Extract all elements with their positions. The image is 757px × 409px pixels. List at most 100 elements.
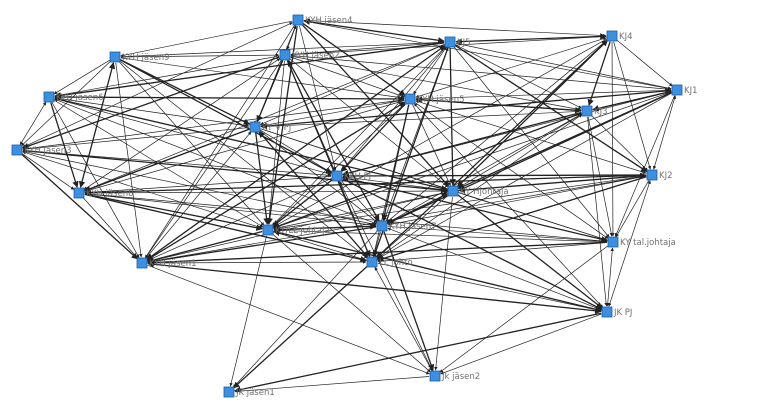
edge-kyvpj-kyh1 [145, 131, 252, 259]
edge-kyh9-kyh6 [53, 59, 111, 95]
node-kj5[interactable]: KJ5 [444, 36, 471, 48]
edge-kyll-jk2 [272, 233, 431, 373]
node-marker[interactable] [249, 121, 261, 133]
node-jk2[interactable]: Jk jäsen2 [429, 370, 480, 382]
node-label: KY/LL johtaja [275, 226, 330, 236]
edge-lljoh-jk1 [232, 265, 368, 389]
node-marker[interactable] [444, 36, 456, 48]
node-jk1[interactable]: JK jäsen1 [223, 386, 275, 398]
node-marker[interactable] [109, 51, 121, 63]
node-marker[interactable] [607, 236, 619, 248]
edge-kyh7-kyh1 [147, 226, 377, 265]
node-label: JK PJ [613, 308, 632, 318]
node-marker[interactable] [73, 187, 85, 199]
node-label: KYH jäsen9 [122, 53, 170, 63]
edge-kyh2-kj3 [290, 55, 582, 112]
edge-kytal-lljoh [377, 242, 608, 263]
node-marker[interactable] [223, 386, 235, 398]
edge-kyhj-jkpj [457, 194, 603, 309]
node-kyh7[interactable]: KYH jäsen7 [376, 220, 437, 232]
node-marker[interactable] [279, 49, 291, 61]
node-label: KJ4 [619, 32, 633, 42]
node-label: KYH jäsen7 [389, 222, 437, 232]
edge-kyh8-kyh1 [82, 197, 139, 259]
edge-kyh6-kyhpj [54, 98, 332, 176]
edge-kyh4-kyh9 [120, 20, 293, 57]
edge-kyh3-kyh8 [21, 153, 75, 190]
node-marker[interactable] [262, 224, 274, 236]
edge-kyh2-kyh5 [290, 56, 405, 98]
node-kytal[interactable]: KY tal.johtaja [607, 236, 676, 248]
node-kj4[interactable]: KJ4 [606, 30, 633, 42]
node-kyh3[interactable]: KYH jäsen3 [11, 144, 72, 156]
node-marker[interactable] [646, 169, 658, 181]
edge-kyll-kyh1 [147, 230, 263, 264]
node-kyh1[interactable]: KYH jäsen1 [136, 257, 197, 269]
node-kyll[interactable]: KY/LL johtaja [262, 224, 330, 236]
edge-kj5-kyhj [449, 47, 457, 186]
node-kyh6[interactable]: KYH jäsen6 [43, 91, 104, 103]
node-marker[interactable] [581, 105, 593, 117]
node-marker[interactable] [11, 144, 23, 156]
node-label: JK jäsen1 [235, 388, 275, 398]
node-marker[interactable] [366, 256, 378, 268]
node-marker[interactable] [671, 84, 683, 96]
node-kyh5[interactable]: KYH jäsen5 [404, 93, 465, 105]
node-marker[interactable] [429, 370, 441, 382]
node-kyhpj[interactable]: KYH PJ [331, 170, 371, 182]
edge-kj3-kj2 [591, 114, 648, 172]
node-label: KJ3 [594, 107, 608, 117]
edge-kyhj-kyh1 [147, 191, 448, 263]
edge-kytal-jkpj [606, 247, 614, 307]
edge-kyh1-jkpj [147, 261, 602, 314]
node-marker[interactable] [376, 220, 388, 232]
node-kyh8[interactable]: KYH jäsen8 [73, 187, 134, 199]
edge-kyvpj-kyh3 [22, 127, 250, 151]
node-label: KY tal.johtaja [620, 238, 676, 248]
edge-kyh3-kyhpj [22, 150, 332, 178]
node-marker[interactable] [601, 306, 613, 318]
edge-lljoh-jk2 [374, 266, 433, 372]
edge-kyh2-kyvpj [256, 60, 284, 123]
node-marker[interactable] [136, 257, 148, 269]
edge-kyh4-kj4 [303, 19, 607, 38]
edge-kj2-kytal [615, 180, 650, 238]
edge-kj3-kyhpj [342, 111, 582, 177]
node-marker[interactable] [292, 14, 304, 26]
node-kj2[interactable]: KJ2 [646, 169, 673, 181]
edge-kj2-jkpj [608, 180, 651, 307]
node-kyh4[interactable]: KYH jäsen4 [292, 14, 353, 26]
node-kj1[interactable]: KJ1 [671, 84, 698, 96]
node-label: KJ2 [659, 171, 673, 181]
edge-kyh6-kyh3 [19, 101, 47, 146]
edge-kj3-jkpj [587, 116, 608, 307]
edge-kyh2-kyll [267, 60, 285, 225]
node-label: LL johto [379, 258, 413, 268]
edge-kyvpj-kyh8 [84, 128, 250, 192]
node-kyhj[interactable]: KY Hjohtaja [447, 185, 509, 197]
edge-kyh9-kyhpj [119, 59, 333, 174]
node-label: KYH jäsen2 [292, 51, 340, 61]
node-marker[interactable] [606, 30, 618, 42]
edge-kyh5-kyh3 [22, 99, 405, 151]
edge-layer [19, 18, 677, 394]
node-kyvpj[interactable]: KY V PJ [249, 121, 291, 133]
node-lljoh[interactable]: LL johto [366, 256, 413, 268]
node-kj3[interactable]: KJ3 [581, 105, 608, 117]
edge-kyh1-jk2 [147, 264, 430, 375]
node-marker[interactable] [447, 185, 459, 197]
edge-jkpj-jk2 [440, 313, 602, 375]
node-kyh2[interactable]: KYH jäsen2 [279, 49, 340, 61]
node-label: Jk jäsen2 [441, 372, 480, 382]
edge-kyll-jkpj [273, 229, 602, 313]
edge-kyh8-kyll [84, 193, 263, 231]
node-marker[interactable] [43, 91, 55, 103]
edge-kyh3-kyhj [22, 149, 448, 194]
node-kyh9[interactable]: KYH jäsen9 [109, 51, 170, 63]
node-marker[interactable] [331, 170, 343, 182]
node-label: KJ1 [684, 86, 698, 96]
node-jkpj[interactable]: JK PJ [601, 306, 632, 318]
node-label: KY Hjohtaja [460, 187, 509, 197]
node-marker[interactable] [404, 93, 416, 105]
